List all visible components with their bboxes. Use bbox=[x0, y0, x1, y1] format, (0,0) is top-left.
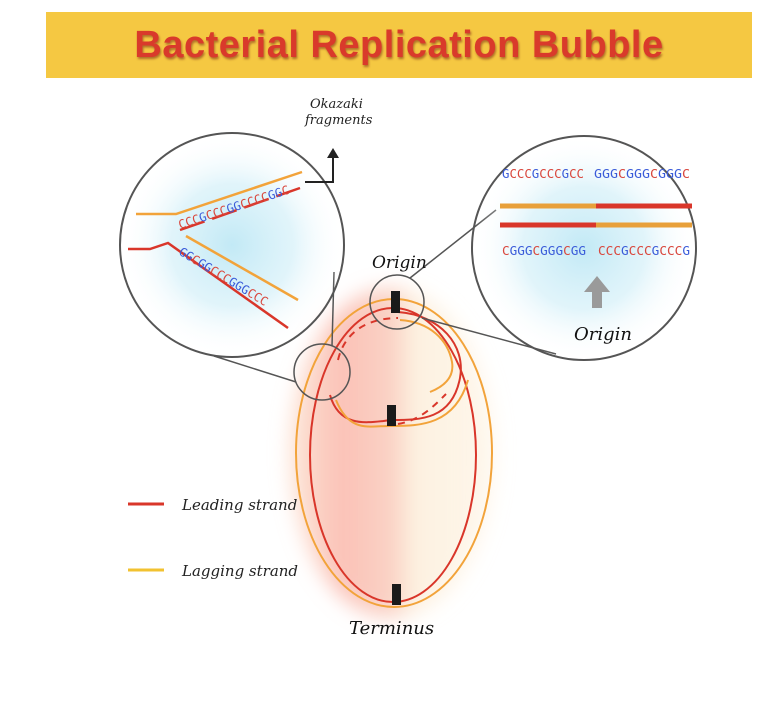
inner-dashed-bottom bbox=[397, 393, 447, 425]
origin-marker bbox=[391, 291, 400, 313]
terminus-label: Terminus bbox=[349, 618, 434, 639]
origin-arrow-shaft bbox=[592, 290, 602, 308]
page-title: Bacterial Replication Bubble bbox=[134, 23, 664, 66]
origin-sequence-bottom-left: CGGGCGGGCGG bbox=[502, 244, 586, 258]
origin-sequence-top-left: GCCCGCCCGCC bbox=[502, 167, 584, 181]
legend: Leading strand Lagging strand bbox=[128, 496, 298, 580]
origin-label: Origin bbox=[372, 253, 427, 273]
fork-marker bbox=[387, 405, 396, 426]
inner-leading-strand bbox=[329, 311, 462, 424]
bubble-background bbox=[290, 288, 494, 618]
origin-focus-circle bbox=[369, 274, 425, 330]
okazaki-arrow bbox=[305, 156, 334, 183]
fork-sequence-top: CCCGCCCGGCCCCGGC bbox=[177, 183, 291, 232]
legend-leading-label: Leading strand bbox=[181, 496, 297, 514]
okazaki-label-line2: fragments bbox=[304, 113, 373, 128]
chromosome bbox=[295, 291, 493, 608]
inner-dashed-strand-right bbox=[399, 319, 454, 393]
terminus-marker bbox=[392, 584, 401, 605]
fork-magnified-view: CCCGCCCGGCCCCGGC GGCGGCCCGGGCCC bbox=[119, 132, 345, 358]
origin-arrow-head bbox=[584, 276, 610, 292]
fork-focus-circle bbox=[293, 343, 351, 401]
origin-sequence-top-right: GGGCGGGCGGGC bbox=[594, 167, 690, 181]
fork-connector-bottom bbox=[213, 355, 297, 383]
title-banner: Bacterial Replication Bubble bbox=[46, 12, 752, 78]
legend-lagging-label: Lagging strand bbox=[181, 562, 298, 580]
okazaki-label-line1: Okazaki bbox=[310, 97, 363, 112]
origin-sequence-bottom-right: CCCGCCCGCCCG bbox=[598, 244, 690, 258]
origin-zoom-label: Origin bbox=[574, 324, 632, 345]
okazaki-fragments bbox=[179, 186, 301, 232]
inner-dashed-strand bbox=[337, 317, 399, 361]
origin-magnified-view: GCCCGCCCGCC GGGCGGGCGGGC CGGGCGGGCGG CCC… bbox=[471, 135, 697, 361]
okazaki-arrow-head bbox=[327, 148, 339, 158]
